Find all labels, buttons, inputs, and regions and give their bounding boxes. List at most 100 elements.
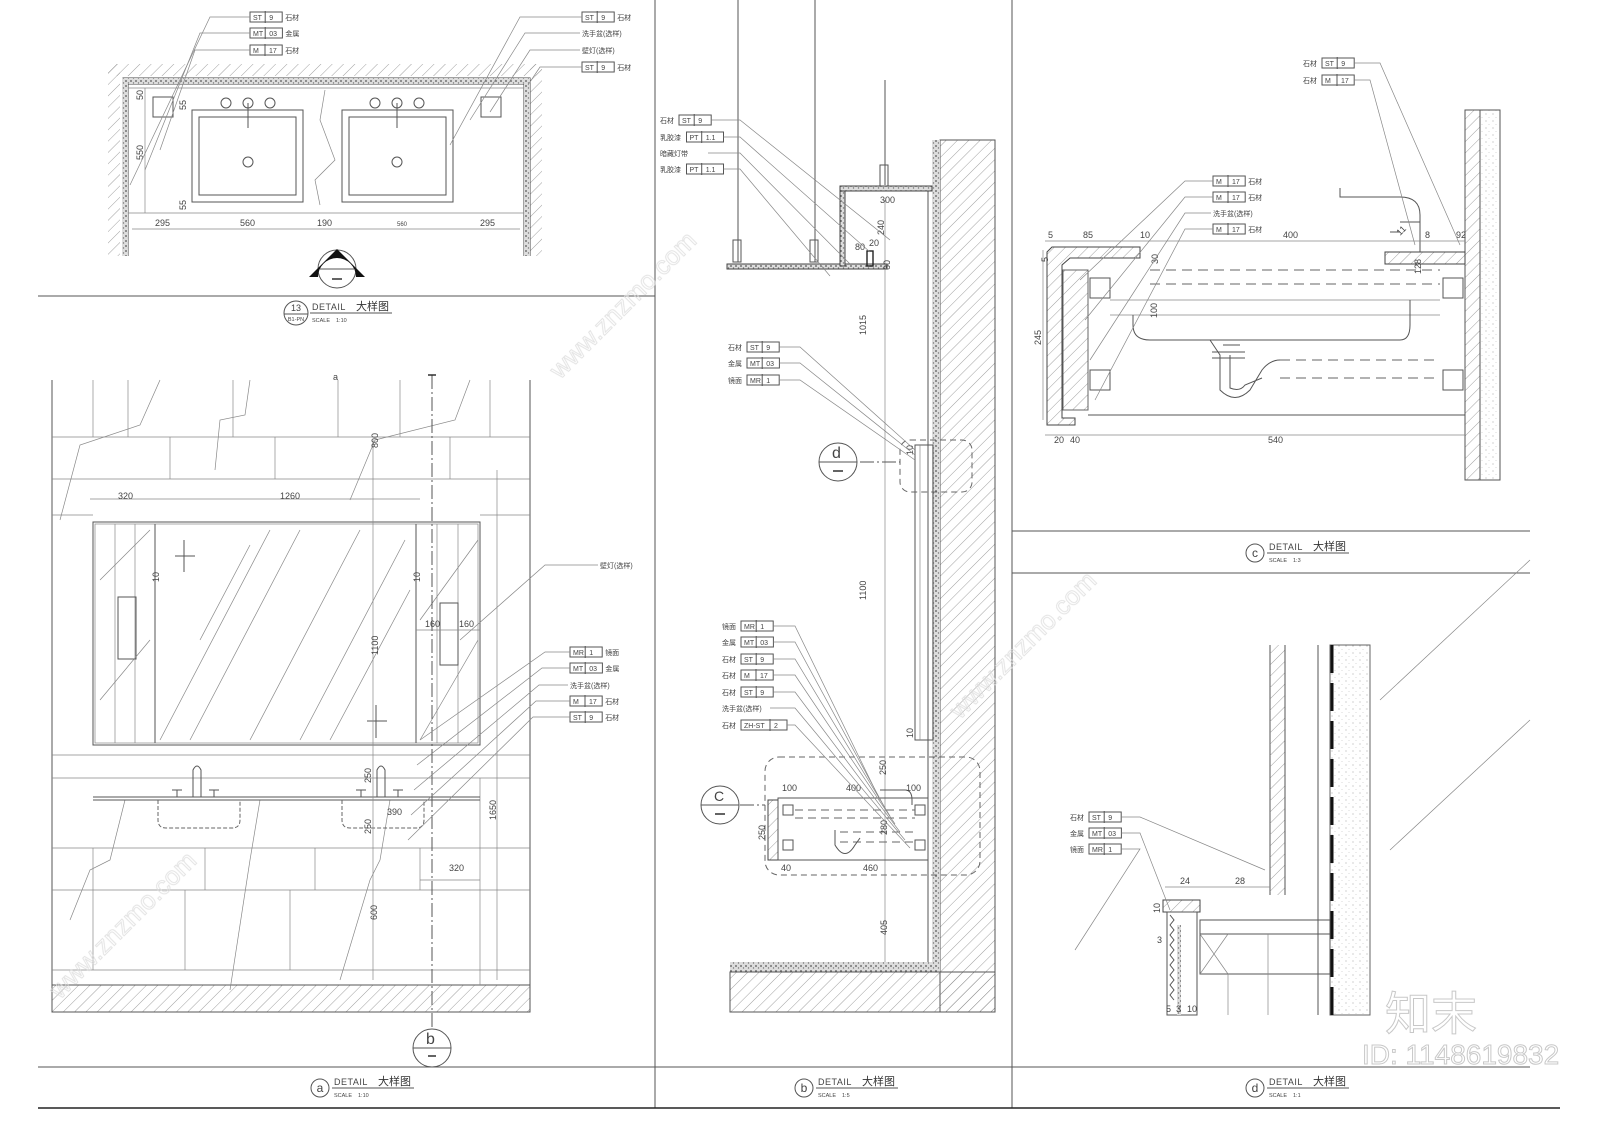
- tag-code: MT: [573, 666, 584, 673]
- leader-line: [773, 674, 896, 825]
- detail-word: DETAIL: [818, 1077, 852, 1087]
- basin-left: [191, 97, 304, 203]
- dim: 10: [1152, 903, 1162, 913]
- dim: 55: [178, 200, 188, 210]
- dim: 28: [1235, 876, 1245, 886]
- dim: 8: [1425, 230, 1430, 240]
- dim: 300: [880, 195, 895, 205]
- leader-line: [1079, 180, 1213, 281]
- tag-code: M: [1216, 195, 1222, 202]
- tag-code: M: [1216, 179, 1222, 186]
- dim: 560: [240, 218, 255, 228]
- leader-line: [779, 362, 916, 456]
- detail-number-bubble: [283, 300, 309, 326]
- tag-label: 金属: [605, 664, 619, 673]
- detail-cn: 大样图: [378, 1074, 411, 1088]
- detail-number-bubble: [1245, 543, 1265, 563]
- dim: 550: [135, 145, 145, 160]
- leader-line: [1094, 228, 1213, 401]
- detail-cn: 大样图: [356, 299, 389, 313]
- dim: 295: [155, 218, 170, 228]
- dim: 10: [151, 572, 161, 582]
- dim: 3: [1157, 935, 1162, 945]
- dim: 10: [905, 728, 915, 738]
- material-tag: 洗手盆(选样): [413, 681, 610, 791]
- scale-value: 1:10: [358, 1093, 369, 1099]
- section-marker-c[interactable]: C: [700, 785, 740, 825]
- tag-code: ST: [1092, 815, 1102, 822]
- tag-code: ST: [585, 65, 595, 72]
- leader-line: [1121, 832, 1171, 911]
- tag-code: MR: [1092, 847, 1103, 854]
- dim: 460: [863, 863, 878, 873]
- tag-code: ST: [1325, 61, 1335, 68]
- dim: 20: [1054, 435, 1064, 445]
- detail-cn: 大样图: [1313, 539, 1346, 553]
- material-tag: 暗藏灯带: [660, 149, 851, 265]
- leader-line: [773, 641, 886, 809]
- tag-num: 17: [1341, 78, 1349, 85]
- material-tag: 壁灯(选样): [459, 561, 633, 641]
- tag-code: MR: [744, 624, 755, 631]
- section-marker-d[interactable]: d: [818, 442, 858, 482]
- tag-num: 9: [760, 657, 764, 664]
- leader-line: [1084, 196, 1213, 321]
- tag-num: 17: [1232, 195, 1240, 202]
- material-tag: 壁灯(选样): [489, 46, 615, 113]
- detail-number-bubble: [794, 1078, 814, 1098]
- section-marker-b[interactable]: b: [412, 1028, 452, 1068]
- tag-label: 石材: [617, 63, 631, 72]
- tag-num: 2: [774, 723, 778, 730]
- plan-view-13: 295 560 190 560 295 550 50 55 55: [108, 64, 542, 289]
- tag-code: M: [1216, 227, 1222, 234]
- tag-code: MT: [744, 640, 755, 647]
- dim: 250: [757, 825, 767, 840]
- tag-label: 石材: [285, 13, 299, 22]
- detail-word: DETAIL: [1269, 542, 1303, 552]
- tag-num: 9: [601, 15, 605, 22]
- tag-label: 石材: [605, 697, 619, 706]
- leader-line: [413, 684, 568, 791]
- tag-label: 镜面: [722, 622, 736, 631]
- sheet-frame: [38, 0, 1560, 1109]
- leader-line: [711, 119, 891, 241]
- dim: 10: [1187, 1004, 1197, 1014]
- dim: 100: [906, 783, 921, 793]
- scale-value: 1:10: [336, 318, 347, 324]
- tag-num: 03: [269, 31, 277, 38]
- leader-line: [779, 379, 916, 461]
- mirror: [92, 521, 481, 746]
- wall-lamp-right: [480, 96, 502, 118]
- dim: 160: [425, 619, 440, 629]
- tag-label: 石材: [660, 116, 674, 125]
- scale-word: SCALE: [1269, 1093, 1287, 1099]
- dim: 560: [397, 222, 408, 228]
- dim: 160: [459, 619, 474, 629]
- detail-number-bubble: [1245, 1078, 1265, 1098]
- tag-code: ST: [750, 345, 760, 352]
- scale-value: 1:1: [1293, 1093, 1301, 1099]
- tag-label: 金属: [722, 638, 736, 647]
- leader-line: [773, 658, 891, 817]
- dim: 40: [781, 863, 791, 873]
- dim: 24: [1180, 876, 1190, 886]
- tag-note: 暗藏灯带: [660, 149, 688, 158]
- dim: 10: [905, 445, 915, 455]
- leader-line: [1074, 848, 1141, 951]
- tag-num: 1: [766, 378, 770, 385]
- tag-num: 17: [1232, 227, 1240, 234]
- tag-label: 石材: [722, 655, 736, 664]
